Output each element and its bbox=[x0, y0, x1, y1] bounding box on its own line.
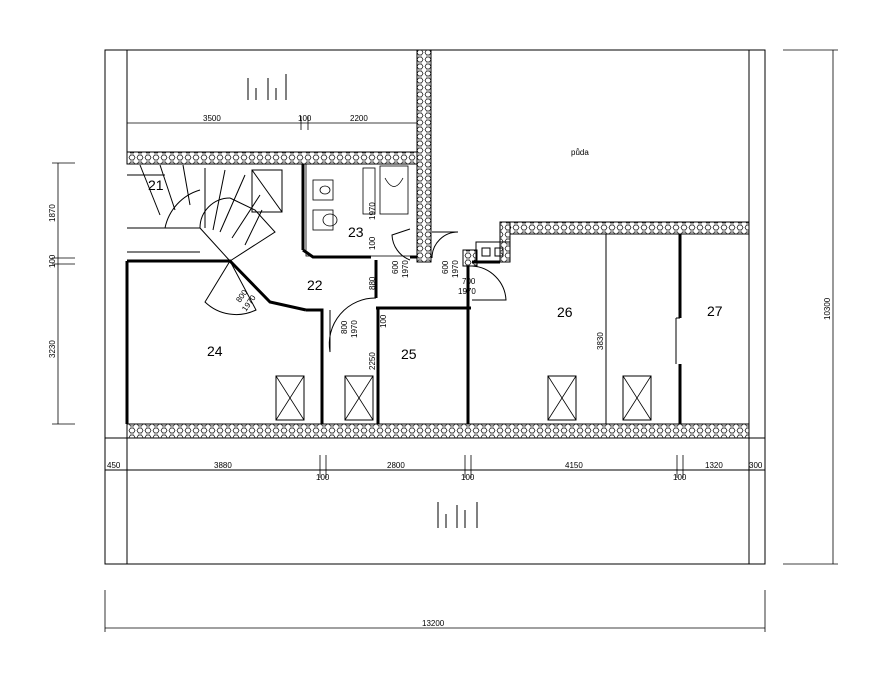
top-dimension-line: 3500 100 2200 bbox=[126, 114, 417, 130]
dim-bot-300: 300 bbox=[749, 461, 763, 470]
room-27-label: 27 bbox=[707, 303, 723, 319]
partitions bbox=[125, 163, 682, 424]
room-26-label: 26 bbox=[557, 304, 573, 320]
dim-bot-100a: 100 bbox=[316, 473, 330, 482]
dim-left-1870: 1870 bbox=[48, 204, 57, 222]
door-attic-width: 600 bbox=[441, 260, 450, 274]
door-attic-height: 1970 bbox=[451, 260, 460, 278]
door-25-height: 1970 bbox=[350, 320, 359, 338]
dim-2250: 2250 bbox=[368, 352, 377, 370]
door-26-width: 700 bbox=[462, 277, 476, 286]
dim-top-3500: 3500 bbox=[203, 114, 221, 123]
attic-label: půda bbox=[571, 148, 589, 157]
room-25-label: 25 bbox=[401, 346, 417, 362]
bottom-dimension-line: 450 3880 100 2800 100 4150 100 1320 300 bbox=[104, 455, 766, 482]
room-labels: 21 22 23 24 25 26 27 půda bbox=[148, 148, 723, 362]
door-26-height: 1970 bbox=[458, 287, 476, 296]
dim-bot-100c: 100 bbox=[673, 473, 687, 482]
dim-bot-450: 450 bbox=[107, 461, 121, 470]
dim-top-100: 100 bbox=[298, 114, 312, 123]
staircase bbox=[127, 164, 283, 262]
dim-bot-2800: 2800 bbox=[387, 461, 405, 470]
dim-top-2200: 2200 bbox=[350, 114, 368, 123]
overall-width-dimension: 13200 bbox=[104, 590, 766, 632]
dim-100-r25: 100 bbox=[379, 314, 388, 328]
dim-bot-1320: 1320 bbox=[705, 461, 723, 470]
roof-window-symbol-bottom bbox=[437, 502, 478, 528]
door-swings bbox=[204, 228, 680, 353]
roof-window-symbol-top bbox=[247, 74, 287, 100]
dim-bot-4150: 4150 bbox=[565, 461, 583, 470]
room-23-label: 23 bbox=[348, 224, 364, 240]
dim-880: 880 bbox=[368, 276, 377, 290]
room-21-label: 21 bbox=[148, 177, 164, 193]
chimney bbox=[475, 241, 511, 263]
room-24-label: 24 bbox=[207, 343, 223, 359]
overall-height-dimension: 10300 bbox=[783, 49, 838, 565]
dim-10300: 10300 bbox=[823, 297, 832, 320]
door-23-height: 1970 bbox=[401, 260, 410, 278]
dim-3830: 3830 bbox=[596, 332, 605, 350]
interior-dims: 3830 2250 100 880 100 1970 bbox=[368, 202, 605, 370]
dim-13200: 13200 bbox=[422, 619, 445, 628]
dim-1970-23: 1970 bbox=[368, 202, 377, 220]
dim-bot-3880: 3880 bbox=[214, 461, 232, 470]
skylights bbox=[275, 375, 652, 421]
dim-bot-100b: 100 bbox=[461, 473, 475, 482]
bathroom-fixtures bbox=[312, 165, 409, 231]
dim-left-100: 100 bbox=[48, 254, 57, 268]
dim-100-c: 100 bbox=[368, 236, 377, 250]
room-22-label: 22 bbox=[307, 277, 323, 293]
left-dimension-line: 1870 100 3230 bbox=[48, 162, 75, 425]
walls bbox=[126, 49, 750, 439]
door-25-width: 800 bbox=[340, 320, 349, 334]
door-23-width: 600 bbox=[391, 260, 400, 274]
dim-left-3230: 3230 bbox=[48, 340, 57, 358]
